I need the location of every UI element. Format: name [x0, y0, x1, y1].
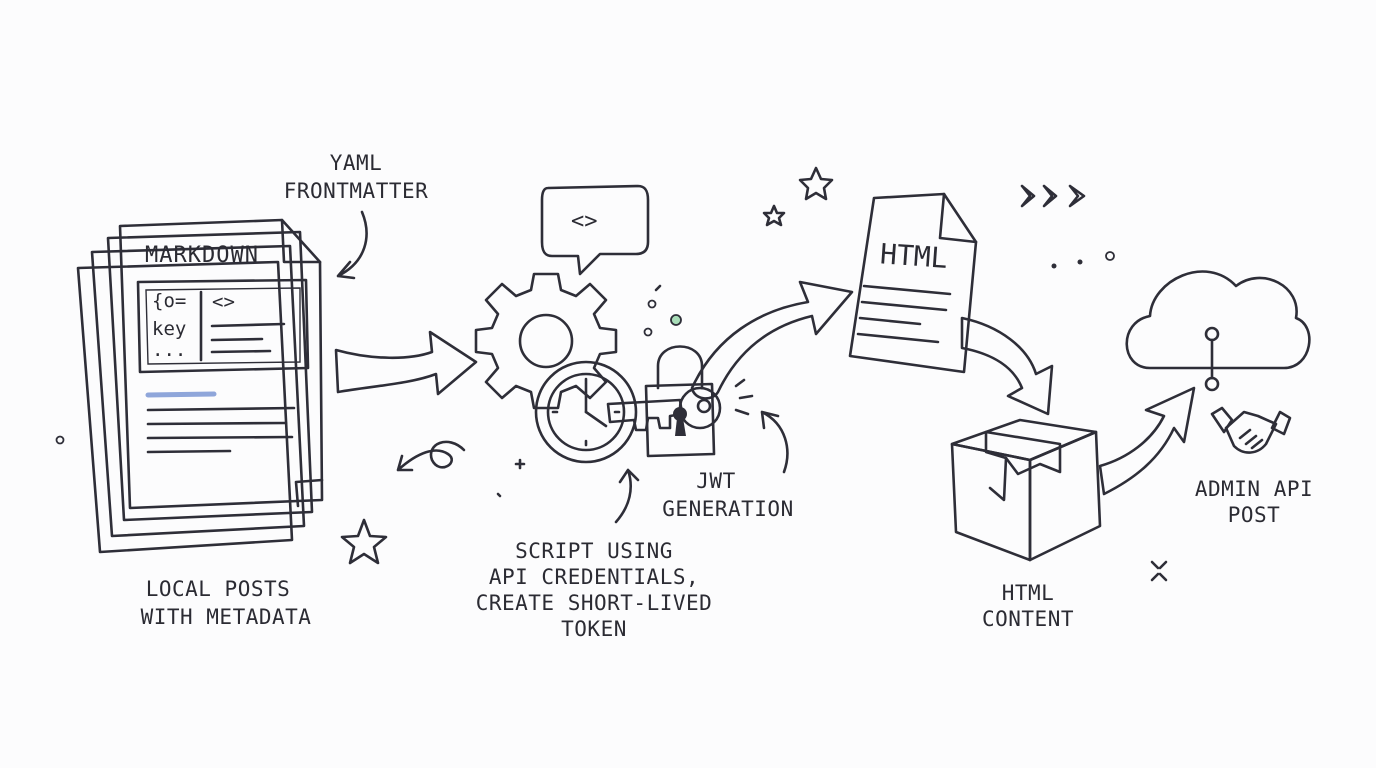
tiny-sparkles	[496, 458, 1168, 582]
handshake-icon	[1210, 406, 1292, 454]
arrow-to-admin-api	[1098, 386, 1196, 496]
star-icon-orange	[798, 166, 834, 201]
frontmatter-note-line-1: YAML	[330, 151, 383, 175]
gear-icon	[474, 272, 618, 410]
key-icon	[606, 378, 754, 432]
html-document-title: HTML	[879, 237, 949, 275]
admin-caption-line-2: POST	[1228, 503, 1281, 527]
arrow-to-script	[334, 330, 478, 396]
markdown-body-lines	[145, 391, 296, 454]
jwt-pointer-arrow	[760, 410, 789, 474]
frontmatter-pointer-arrow	[336, 210, 368, 280]
padlock-icon	[644, 345, 716, 458]
speech-bubble-symbol: <>	[571, 209, 598, 234]
document-stack-icon	[76, 218, 324, 554]
arrow-to-html-document	[690, 280, 854, 400]
script-caption-line-1: SCRIPT USING	[515, 539, 673, 563]
frontmatter-line-2: key	[152, 318, 186, 340]
code-symbol: <>	[212, 291, 235, 313]
jwt-caption-line-1: JWT	[696, 469, 735, 493]
local-posts-caption-line-1: LOCAL POSTS	[146, 577, 291, 601]
admin-caption-line-1: ADMIN API	[1195, 477, 1313, 501]
package-box-icon	[950, 418, 1102, 562]
sparkle-dots	[643, 284, 682, 337]
frontmatter-block: {o= key ... <>	[136, 278, 310, 374]
star-icon-blue-small	[762, 204, 786, 227]
jwt-caption-line-2: GENERATION	[662, 497, 793, 521]
swirl-arrow	[396, 440, 466, 472]
frontmatter-line-3: ...	[152, 339, 186, 361]
html-caption-line-2: CONTENT	[982, 607, 1074, 631]
script-caption-line-3: CREATE SHORT-LIVED	[476, 591, 713, 615]
clock-icon	[534, 360, 638, 464]
speech-bubble-icon: <>	[540, 184, 650, 276]
decorative-dots	[55, 251, 1115, 445]
html-document-icon	[848, 192, 978, 374]
script-caption-line-4: TOKEN	[561, 617, 627, 641]
script-pointer-arrow	[614, 468, 640, 524]
frontmatter-note-line-2: FRONTMATTER	[284, 179, 429, 203]
frontmatter-line-1: {o=	[152, 290, 186, 312]
arrow-to-package	[960, 316, 1054, 416]
local-posts-caption-line-2: WITH METADATA	[141, 605, 312, 629]
chevrons-icon	[1020, 184, 1086, 208]
html-caption-line-1: HTML	[1002, 581, 1055, 605]
cloud-icon	[1125, 270, 1311, 392]
star-icon-blue-large	[340, 518, 388, 565]
script-caption-line-2: API CREDENTIALS,	[489, 565, 699, 589]
markdown-title: MARKDOWN	[145, 243, 259, 268]
